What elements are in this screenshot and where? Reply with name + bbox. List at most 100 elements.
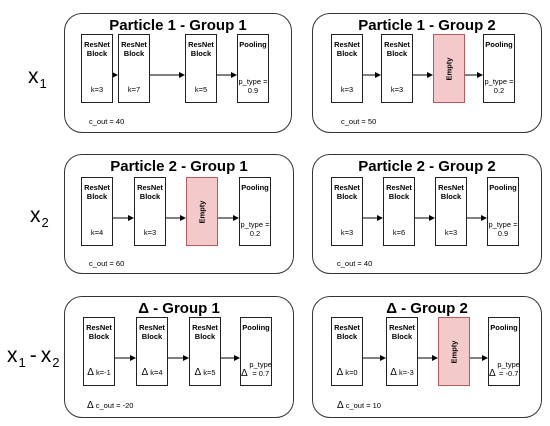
pooling-type-text: p_type = -0.7 (497, 360, 520, 378)
pooling-type-value: p_type = 0.2 (484, 77, 514, 95)
kernel-size-value: k=7 (119, 85, 149, 94)
block-name: ResNet Block (192, 323, 218, 341)
delta-symbol: Δ (141, 367, 149, 378)
block-name: ResNet Block (137, 183, 163, 201)
kernel-size-text: k=3 (390, 85, 404, 94)
kernel-size-text: k=-1 (95, 368, 111, 377)
delta-symbol: Δ (87, 367, 94, 378)
block-name: ResNet Block (84, 183, 110, 201)
resnet-block: ResNet Block k=3 (331, 34, 363, 103)
output-channels: c_out = 50 (341, 117, 376, 126)
row-label-diff-sub1: 1 (18, 355, 26, 370)
delta-symbol: Δ (87, 400, 94, 411)
kernel-size-text: k=6 (392, 228, 406, 237)
kernel-size-text: k=3 (444, 228, 458, 237)
kernel-size-value: k=4 (82, 228, 112, 237)
delta-symbol: Δ (489, 368, 496, 379)
block-name: ResNet Block (334, 323, 360, 341)
group-title: Δ - Group 2 (386, 300, 468, 317)
delta-symbol: Δ (241, 368, 248, 379)
kernel-size-text: k=4 (90, 228, 104, 237)
delta-symbol: Δ (336, 367, 344, 378)
kernel-size-value: k=3 (436, 228, 466, 237)
kernel-size-value: k=3 (332, 85, 362, 94)
kernel-size-text: k=3 (340, 228, 354, 237)
empty-block-label: Empty (197, 200, 207, 223)
row-label-diff-minus: - (29, 344, 37, 367)
pooling-type-text: p_type = 0.2 (240, 220, 270, 238)
resnet-block: ResNet Block k=7 (118, 34, 150, 103)
resnet-block: ResNet Block k=5 (185, 34, 217, 103)
kernel-size-text: k=5 (203, 368, 216, 377)
kernel-size-value: k=3 (135, 228, 165, 237)
kernel-size-text: k=-3 (398, 368, 414, 377)
block-name: ResNet Block (86, 323, 112, 341)
empty-block-label: Empty (449, 340, 459, 363)
delta-symbol: Δ (194, 367, 202, 378)
row-label-x2: x2 (30, 205, 49, 229)
block-name: Pooling (490, 323, 518, 332)
row-label-x2-name: x (30, 204, 41, 227)
pooling-type-text: p_type = 0.2 (484, 77, 514, 95)
output-channels-text: c_out = 10 (345, 401, 381, 410)
kernel-size-text: k=5 (194, 85, 208, 94)
block-name: ResNet Block (386, 183, 412, 201)
row-label-diff-name2: x (40, 344, 52, 367)
row-label-x1-minus-x2: x1-x2 (7, 345, 59, 369)
row-label-diff-name1: x (7, 344, 18, 367)
kernel-size-value: k=3 (332, 228, 362, 237)
resnet-block: ResNet Block k=3 (435, 177, 467, 246)
pooling-type-value: p_type = 0.2 (240, 220, 270, 238)
row-label-diff-sub2: 2 (52, 355, 60, 370)
empty-block: Empty (438, 317, 470, 386)
block-name: ResNet Block (121, 40, 147, 58)
block-name: ResNet Block (84, 40, 110, 58)
resnet-block: ResNet Block k=4 (81, 177, 113, 246)
block-name: ResNet Block (334, 40, 360, 58)
resnet-block: ResNet Block k=3 (134, 177, 166, 246)
output-channels: c_out = 40 (337, 259, 372, 268)
output-channels: c_out = 40 (89, 117, 124, 126)
delta-symbol: Δ (390, 367, 397, 378)
empty-block-label: Empty (444, 57, 454, 80)
block-name: ResNet Block (438, 183, 464, 201)
pooling-block: Pooling p_type = 0.2 (239, 177, 271, 246)
kernel-size-value: k=5 (186, 85, 216, 94)
delta-symbol: Δ (337, 400, 344, 411)
pooling-type-value: Δp_type = 0.7 (241, 360, 272, 379)
block-name: Pooling (489, 183, 517, 192)
block-name: Pooling (241, 183, 269, 192)
block-name: Pooling (242, 323, 270, 332)
empty-block: Empty (186, 177, 218, 246)
kernel-size-value: k=3 (382, 85, 412, 94)
kernel-size-text: k=3 (340, 85, 354, 94)
kernel-size-text: k=7 (127, 85, 141, 94)
pooling-type-value: p_type = 0.9 (488, 220, 518, 238)
kernel-size-value: k=6 (384, 228, 414, 237)
output-channels-text: c_out = -20 (95, 401, 134, 410)
output-channels: c_out = 60 (89, 259, 124, 268)
block-name: ResNet Block (389, 323, 415, 341)
group-title: Particle 1 - Group 2 (358, 17, 496, 34)
kernel-size-text: k=4 (150, 368, 163, 377)
block-name: ResNet Block (188, 40, 214, 58)
output-channels-text: c_out = 50 (341, 117, 377, 126)
